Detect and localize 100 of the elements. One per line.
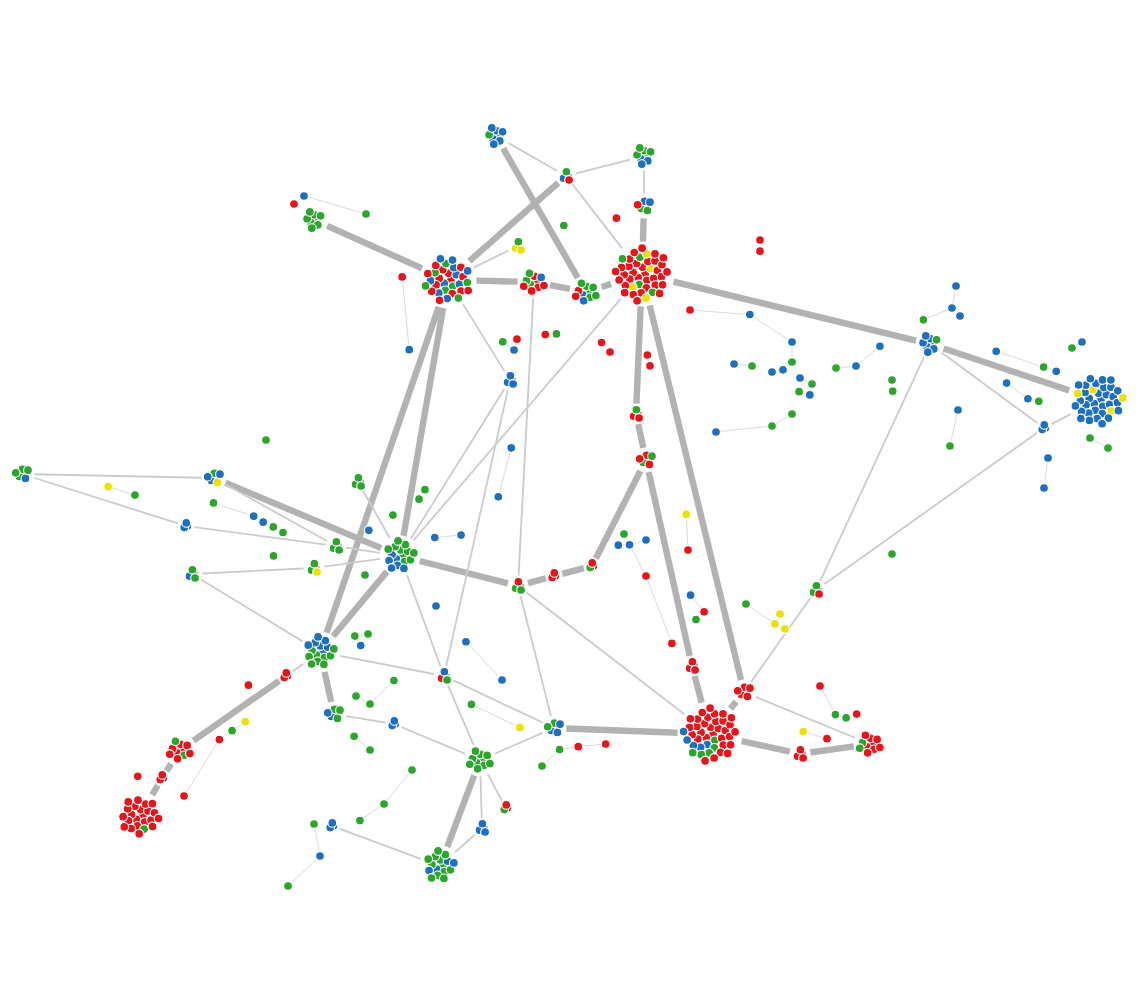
link-line (519, 595, 552, 717)
link-line (330, 569, 390, 639)
link-line (566, 725, 678, 736)
link-line (447, 684, 475, 746)
dot-cluster (510, 576, 527, 595)
dot-cluster (202, 468, 225, 488)
dot-cluster (303, 632, 339, 670)
link-line (362, 490, 391, 540)
dot-cluster (279, 667, 293, 683)
link-line (633, 306, 644, 404)
dot-cluster (328, 536, 345, 555)
link-line (149, 783, 161, 797)
link-line (454, 834, 476, 854)
link-line (345, 546, 381, 554)
link-line (191, 678, 281, 744)
link-line (486, 773, 503, 802)
link-line (472, 249, 510, 269)
dot-cluster (732, 682, 755, 702)
link-line (200, 578, 304, 643)
dot-cluster (325, 817, 339, 833)
dot-cluster (306, 558, 323, 577)
link-line (942, 345, 1071, 394)
link-line (467, 180, 561, 264)
dot-cluster (634, 450, 657, 470)
link-line (727, 699, 739, 711)
dot-cluster (423, 846, 459, 884)
link-line (163, 762, 174, 773)
link-line (479, 775, 483, 819)
link-line (645, 471, 693, 657)
link-line (740, 737, 791, 755)
dot-cluster (436, 666, 453, 685)
dot-cluster (420, 253, 474, 306)
link-line (339, 654, 435, 675)
link-line (643, 169, 645, 195)
link-line (527, 575, 547, 587)
link-line (592, 469, 644, 560)
link-line (646, 304, 745, 681)
dot-cluster (322, 704, 345, 724)
dot-cluster (558, 166, 575, 185)
link-line (201, 567, 305, 575)
link-line (940, 351, 1039, 424)
link-line (494, 732, 544, 755)
link-line (223, 483, 328, 542)
dot-cluster (518, 268, 549, 296)
link-line (325, 222, 424, 272)
link-line (575, 158, 631, 175)
dot-cluster (854, 730, 885, 758)
link-line (639, 218, 647, 242)
link-line (323, 557, 381, 568)
link-line (507, 142, 558, 172)
link-line (400, 726, 466, 755)
link-line (525, 591, 686, 716)
link-line (672, 278, 917, 344)
link-line (809, 743, 855, 756)
link-line (345, 715, 387, 724)
link-line (500, 146, 581, 280)
dot-cluster (10, 464, 33, 484)
dot-cluster (1037, 419, 1051, 435)
link-line (33, 473, 203, 479)
link-line (462, 303, 506, 373)
dot-cluster (184, 564, 201, 583)
link-line (224, 479, 383, 552)
link-line (750, 597, 811, 683)
dot-cluster (302, 206, 326, 234)
link-line (193, 526, 327, 546)
link-line (600, 280, 613, 290)
dot-cluster (547, 567, 561, 583)
dot-cluster (632, 196, 655, 216)
dot-cluster (383, 536, 419, 574)
dot-cluster (510, 236, 527, 255)
link-line (444, 774, 478, 849)
dot-cluster (570, 278, 601, 306)
dot-cluster (502, 370, 519, 389)
link-line (32, 476, 179, 525)
dot-cluster (542, 718, 565, 738)
link-line (635, 423, 647, 449)
link-line (419, 557, 509, 587)
link-line (406, 574, 442, 668)
dot-cluster (164, 736, 195, 764)
link-line (1050, 413, 1072, 425)
dot-cluster (474, 818, 491, 837)
dot-cluster (1070, 373, 1128, 429)
link-line (571, 183, 624, 250)
link-line (291, 662, 305, 673)
link-line (691, 675, 705, 704)
dot-cluster (484, 122, 508, 150)
dot-cluster (632, 142, 656, 170)
dot-cluster (808, 580, 825, 599)
dot-cluster (585, 557, 599, 573)
dot-cluster (610, 243, 672, 306)
link-line (400, 307, 447, 537)
dot-cluster (350, 472, 367, 491)
link-line (321, 671, 335, 703)
dot-cluster (387, 715, 401, 731)
dot-cluster (179, 517, 193, 533)
dot-cluster (118, 795, 164, 839)
dot-cluster (628, 404, 645, 423)
link-line (819, 356, 925, 582)
link-line (754, 695, 856, 739)
link-line (517, 297, 535, 577)
